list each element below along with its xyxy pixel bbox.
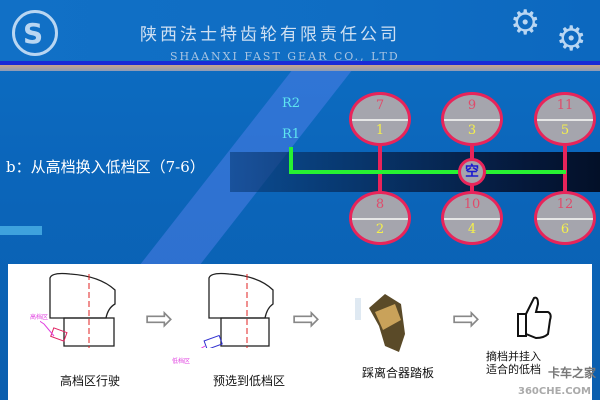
divider <box>444 119 500 121</box>
shift-path-horizontal <box>289 170 566 174</box>
step-caption-3: 踩离合器踏板 <box>362 366 435 380</box>
company-name-cn: 陕西法士特齿轮有限责任公司 <box>140 25 400 45</box>
header-divider <box>0 61 600 65</box>
divider <box>537 119 593 121</box>
watermark-cn: 卡车之家 <box>548 366 597 380</box>
shift-knob-high-range <box>40 272 116 348</box>
divider <box>352 218 408 220</box>
gear-icon: ⚙ <box>556 19 587 59</box>
knob-label-low: 低档区 <box>172 358 191 365</box>
arrow-right-icon: ⇨ <box>452 299 481 339</box>
gear-high: 8 <box>375 197 385 212</box>
gear-high: 10 <box>463 197 481 212</box>
procedure-panel <box>8 264 592 400</box>
gear-low: 1 <box>375 123 385 138</box>
clutch-pedal-icon <box>355 294 405 352</box>
gear-position-12-6: 12 6 <box>534 191 596 245</box>
gear-low: 3 <box>467 123 477 138</box>
arrow-right-icon: ⇨ <box>145 299 174 339</box>
step-caption-1: 高档区行驶 <box>60 374 121 388</box>
gear-low: 5 <box>560 123 570 138</box>
thumbs-up-icon <box>517 296 552 340</box>
shift-knob-low-range <box>200 272 274 348</box>
neutral-position: 空 <box>458 158 486 186</box>
reverse-label-r1: R1 <box>282 127 301 142</box>
header-divider-gradient <box>0 65 600 71</box>
gear-position-10-4: 10 4 <box>441 191 503 245</box>
header-banner <box>0 0 600 62</box>
knob-label-high: 高档区 <box>30 314 49 321</box>
gear-low: 2 <box>375 222 385 237</box>
step-caption-4: 摘档并挂入适合的低档 <box>486 350 541 376</box>
divider <box>537 218 593 220</box>
arrow-right-icon: ⇨ <box>292 299 321 339</box>
shift-path-vertical <box>289 147 293 174</box>
logo-icon: S <box>23 17 44 50</box>
divider <box>352 119 408 121</box>
gear-high: 7 <box>375 98 385 113</box>
reverse-label-r2: R2 <box>282 96 301 111</box>
watermark-en: 360CHE.COM <box>518 386 592 397</box>
gear-low: 6 <box>560 222 570 237</box>
gear-position-11-5: 11 5 <box>534 92 596 146</box>
gear-low: 4 <box>467 222 477 237</box>
step-title: b：从高档换入低档区（7-6） <box>6 158 205 176</box>
company-logo: S <box>12 10 58 56</box>
divider <box>444 218 500 220</box>
company-name-en: SHAANXI FAST GEAR CO., LTD <box>170 50 400 61</box>
gear-high: 11 <box>556 98 574 113</box>
gear-high: 9 <box>467 98 477 113</box>
decorative-bar <box>0 226 42 235</box>
gear-icon: ⚙ <box>510 3 541 43</box>
step-caption-2: 预选到低档区 <box>213 374 286 388</box>
gear-high: 12 <box>556 197 574 212</box>
